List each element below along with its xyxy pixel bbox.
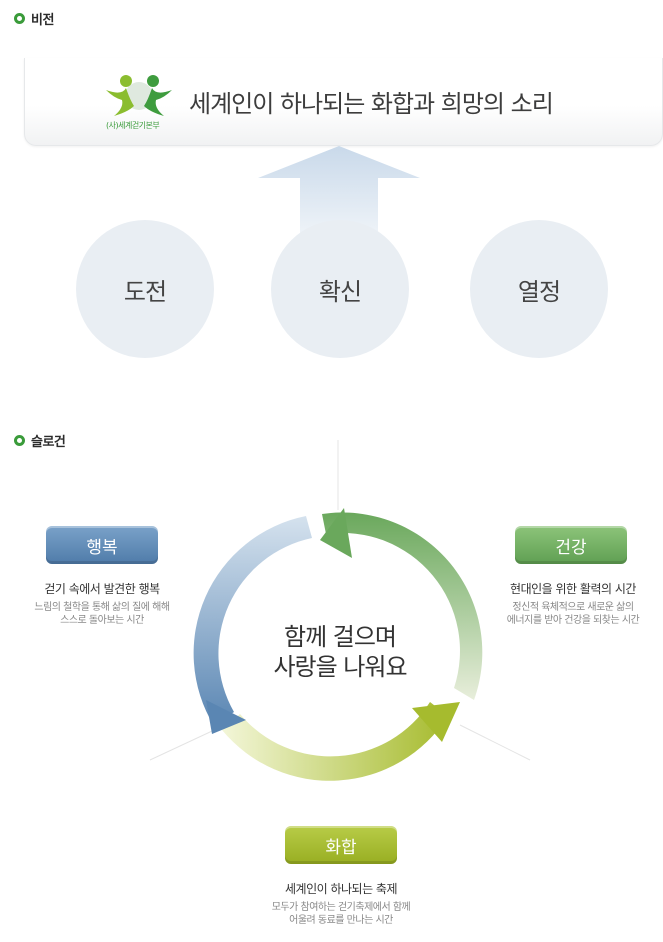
blue-arrowhead: [206, 700, 246, 734]
slogan-heading: 슬로건: [31, 435, 66, 450]
vision-heading: 비전: [31, 13, 54, 28]
up-arrow-icon: [258, 146, 420, 234]
slogan-center-text: 함께 걸으며 사랑을 나워요: [240, 622, 440, 682]
happiness-desc: 느림의 철학을 통해 삶의 질에 해해 스스로 돌아보는 시간: [22, 601, 182, 627]
bullet-icon: [14, 13, 25, 24]
desc-line: 정신적 육체적으로 새로운 삶의: [512, 602, 634, 613]
desc-line: 모두가 참여하는 걷기축제에서 함께: [271, 902, 411, 913]
lime-arc: [222, 702, 448, 781]
value-circle-challenge: 도전: [76, 220, 214, 358]
center-line-2: 사랑을 나워요: [273, 653, 407, 681]
badge-label: 행복: [86, 537, 118, 558]
badge-label: 건강: [555, 537, 587, 558]
desc-line: 스스로 돌아보는 시간: [60, 615, 144, 626]
value-circle-confidence: 확신: [271, 220, 409, 358]
world-walking-logo-icon: [106, 75, 172, 116]
value-circle-passion: 열정: [470, 220, 608, 358]
harmony-title: 세계인이 하나되는 축제: [284, 882, 398, 896]
vision-slogan: 세계인이 하나되는 화합과 희망의 소리: [189, 90, 554, 118]
harmony-desc: 모두가 참여하는 걷기축제에서 함께 어울려 동료를 만나는 시간: [260, 901, 422, 927]
lime-arrowhead: [412, 702, 460, 742]
happiness-badge: 행복: [46, 526, 158, 564]
value-label: 도전: [123, 277, 167, 306]
green-arc: [322, 512, 483, 700]
happiness-title: 걷기 속에서 발견한 행복: [44, 582, 160, 596]
health-desc: 정신적 육체적으로 새로운 삶의 에너지를 받아 건강을 되찾는 시간: [494, 601, 652, 627]
value-label: 열정: [517, 277, 561, 306]
desc-line: 어울려 동료를 만나는 시간: [289, 915, 393, 926]
logo-text: (사)세계걷기본부: [106, 121, 160, 130]
divider-line: [459, 724, 531, 761]
harmony-badge: 화합: [285, 826, 397, 864]
desc-line: 느림의 철학을 통해 삶의 질에 해해: [34, 602, 170, 613]
value-label: 확신: [318, 277, 362, 306]
badge-label: 화합: [325, 837, 357, 858]
center-line-1: 함께 걸으며: [283, 623, 397, 651]
slogan-cycle-diagram: [149, 440, 531, 781]
bullet-icon: [14, 435, 25, 446]
vision-section-header: 비전: [14, 9, 54, 28]
desc-line: 에너지를 받아 건강을 되찾는 시간: [506, 615, 640, 626]
health-title: 현대인을 위한 활력의 시간: [510, 582, 636, 596]
slogan-section-header: 슬로건: [14, 431, 66, 450]
green-arrowhead: [320, 508, 352, 558]
health-badge: 건강: [515, 526, 627, 564]
blue-arc: [193, 516, 312, 726]
